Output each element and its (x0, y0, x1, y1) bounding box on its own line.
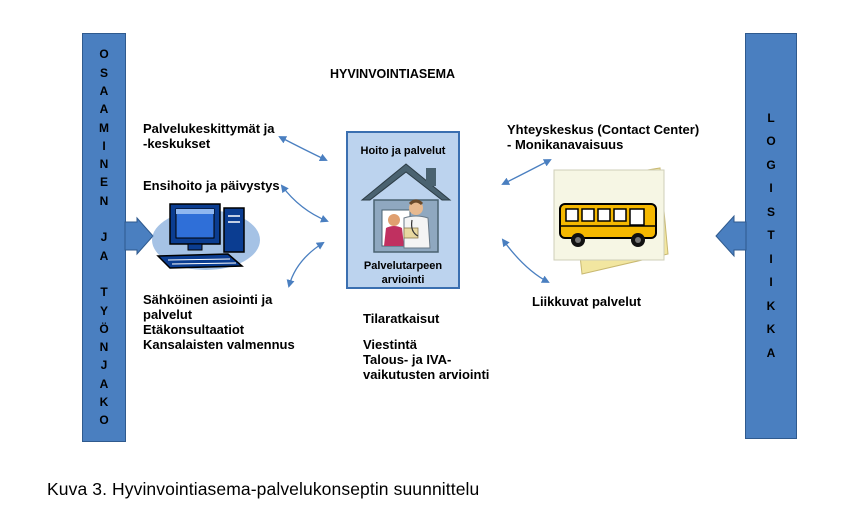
arrow-service-centers (278, 136, 328, 162)
left-bar-letter: J (100, 358, 108, 373)
arrow-mobile (501, 238, 550, 283)
left-bar-letter: N (99, 340, 109, 355)
right-bar-letter: L (767, 110, 775, 125)
right-bar-letter: K (766, 322, 776, 337)
right-bar-letter: I (769, 181, 773, 196)
right-bar-letter: G (766, 157, 776, 172)
right-arrow-icon (715, 214, 747, 258)
center-box-top-label: Hoito ja palvelut (360, 145, 446, 157)
arrow-eservices (286, 241, 325, 288)
figure-caption: Kuva 3. Hyvinvointiasema-palvelukonsepti… (47, 479, 480, 499)
right-bar-letter: T (767, 228, 775, 243)
label-mobile-services: Liikkuvat palvelut (532, 294, 642, 309)
label-first-aid: Ensihoito ja päivystys (143, 178, 280, 193)
center-service-box: Hoito ja palvelut Palvelutarpeen arvioin… (346, 131, 460, 289)
left-bar-letter: N (99, 157, 109, 172)
right-bar-letter: I (769, 275, 773, 290)
label-facilities: Tilaratkaisut (363, 311, 440, 326)
left-bar-letter: I (102, 138, 106, 153)
center-box-bottom-label: Palvelutarpeen arviointi (363, 260, 443, 286)
right-bar-letter: O (766, 134, 776, 149)
right-bar-letter: K (766, 298, 776, 313)
label-service-centers: Palvelukeskittymät ja -keskukset (143, 121, 275, 151)
left-bar-letter: O (99, 47, 109, 62)
left-bar-letter: E (99, 175, 108, 190)
right-bar-letter: S (766, 204, 775, 219)
left-bar-letter: S (99, 65, 108, 80)
arrow-first-aid (280, 184, 329, 223)
left-bar-letter: N (99, 193, 109, 208)
label-communication: Viestintä Talous- ja IVA- vaikutusten ar… (363, 337, 490, 382)
left-bar-letter: M (99, 120, 109, 135)
left-bar-letter: A (99, 248, 109, 263)
left-bar-letter: J (100, 230, 108, 245)
label-coaching: Kansalaisten valmennus (143, 337, 295, 352)
left-bar-letter: T (100, 285, 108, 300)
label-contact-center: Yhteyskeskus (Contact Center) - Monikana… (507, 122, 700, 152)
school-bus-icon (553, 167, 669, 275)
left-bar-letter: A (99, 376, 109, 391)
left-arrow-icon (124, 216, 154, 256)
left-bar-letter: O (99, 413, 109, 428)
right-bar-letter: A (766, 345, 776, 360)
left-bar-letter: K (99, 395, 109, 410)
label-teleconsult: Etäkonsultaatiot (143, 322, 245, 337)
house-doctor-icon (360, 163, 452, 253)
label-eservices: Sähköinen asiointi ja palvelut Etäkonsul… (143, 292, 295, 352)
right-bar-letter: I (769, 251, 773, 266)
diagram-title: HYVINVOINTIASEMA (330, 67, 456, 81)
left-bar-letter: Ö (99, 321, 109, 336)
computer-icon (152, 203, 260, 270)
left-bar-letter: Y (99, 303, 108, 318)
arrow-contact-center (501, 159, 552, 185)
left-bar-letter: A (99, 83, 109, 98)
left-bar-letter: A (99, 102, 109, 117)
